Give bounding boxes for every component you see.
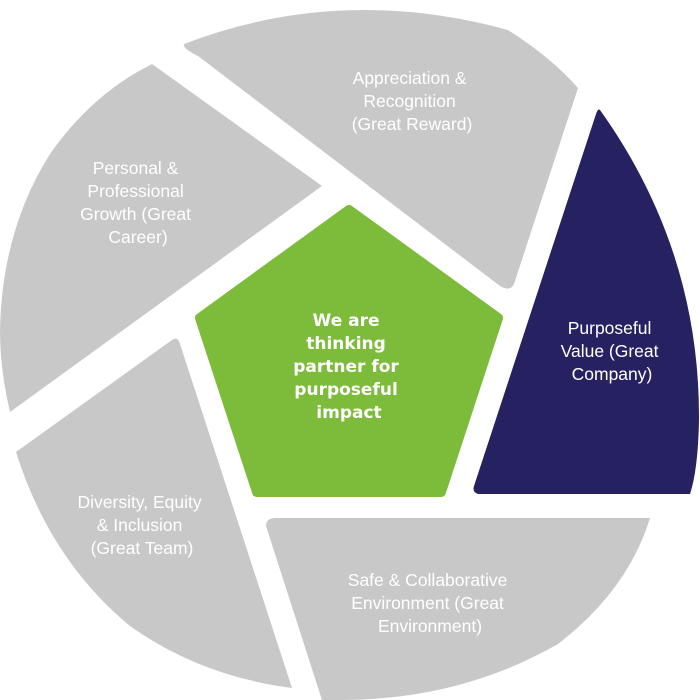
segment-diversity: Diversity, Equity & Inclusion (Great Tea…	[16, 338, 292, 688]
segment-safe-collaborative: Safe & Collaborative Environment (Great …	[266, 518, 650, 700]
segment-diversity-shape	[16, 338, 292, 688]
center-pentagon: We are thinking partner for purposeful i…	[195, 205, 503, 497]
segment-safe-collaborative-shape	[266, 518, 650, 700]
segment-diversity-label: Diversity, Equity & Inclusion (Great Tea…	[77, 492, 206, 558]
segment-personal-growth: Personal & Professional Growth (Great Ca…	[0, 64, 322, 412]
segment-purposeful-value-shape	[473, 109, 700, 494]
segment-safe-collaborative-label: Safe & Collaborative Environment (Great …	[348, 570, 512, 636]
segment-personal-growth-label: Personal & Professional Growth (Great Ca…	[80, 158, 196, 247]
segment-appreciation-label: Appreciation & Recognition (Great Reward…	[352, 68, 473, 134]
segment-purposeful-value: Purposeful Value (Great Company)	[473, 109, 700, 494]
center-label: We are thinking partner for purposeful i…	[293, 311, 404, 423]
segment-appreciation: Appreciation & Recognition (Great Reward…	[183, 10, 578, 289]
center-pentagon-shape	[195, 205, 503, 497]
segment-purposeful-value-label: Purposeful Value (Great Company)	[561, 318, 664, 384]
segment-appreciation-shape	[183, 10, 578, 289]
segment-personal-growth-shape	[0, 64, 322, 412]
